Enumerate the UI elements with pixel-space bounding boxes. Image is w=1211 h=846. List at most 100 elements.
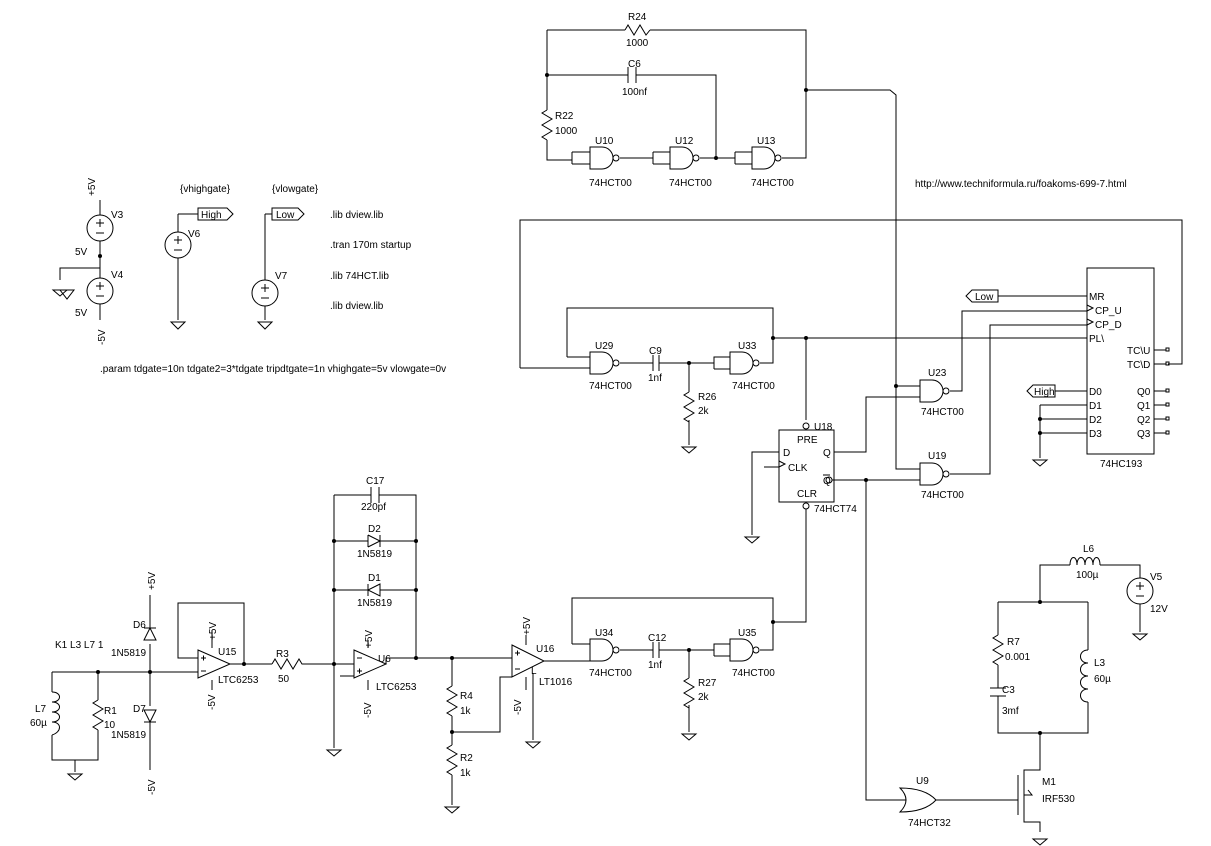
l7-inductor: [51, 691, 60, 736]
c6-capacitor: [627, 67, 637, 83]
u23-part: 74HCT00: [921, 407, 964, 418]
u13-part: 74HCT00: [751, 178, 794, 189]
d2-part: 1N5819: [357, 549, 392, 560]
pin-d3: D3: [1089, 429, 1102, 440]
c12-capacitor: [652, 642, 660, 658]
v4-value: 5V: [75, 308, 88, 319]
r24-resistor: [624, 24, 651, 36]
u6-vn: -5V: [363, 702, 374, 718]
u18-name: U18: [814, 422, 833, 433]
u16-name: U16: [536, 644, 555, 655]
r26-resistor: [683, 391, 695, 423]
u15-vp: +5V: [208, 622, 219, 640]
c6-value: 100nf: [622, 87, 647, 98]
directive-2: .tran 170m startup: [330, 240, 412, 251]
u16-pin: L: [531, 666, 537, 677]
directive-1: .lib dview.lib: [330, 210, 384, 221]
r7-value: 0.001: [1005, 652, 1030, 663]
u33-part: 74HCT00: [732, 381, 775, 392]
d1-part: 1N5819: [357, 598, 392, 609]
l3-inductor: [1080, 649, 1089, 703]
u12-name: U12: [675, 136, 694, 147]
l7-name: L7: [35, 704, 47, 715]
u9-name: U9: [916, 776, 929, 787]
u9-part: 74HCT32: [908, 818, 951, 829]
v3-name: V3: [111, 210, 124, 221]
r4-resistor: [446, 685, 458, 717]
u6-part: LTC6253: [376, 682, 417, 693]
v7-value: {vlowgate}: [272, 184, 319, 195]
u10-name: U10: [595, 136, 614, 147]
d6-name: D6: [133, 620, 146, 631]
pin-q2: Q2: [1137, 415, 1151, 426]
c6-name: C6: [628, 59, 641, 70]
c9-capacitor: [652, 355, 660, 371]
r27-resistor: [683, 677, 695, 709]
r24-value: 1000: [626, 38, 649, 49]
r22-resistor: [541, 109, 553, 141]
u16-vn: -5V: [513, 699, 524, 715]
c3-name: C3: [1002, 685, 1015, 696]
pulse-shaper-bottom: U34 74HCT00 C12 1nf R27 2k U35 74HCT00: [571, 509, 807, 741]
u18-qbar: Q: [823, 476, 831, 487]
r1-resistor: [92, 699, 104, 731]
u18-clk: CLK: [788, 463, 808, 474]
v4-name: V4: [111, 270, 124, 281]
supply-v6: High {vhighgate} V6: [164, 184, 234, 330]
coupling-directive: K1 L3 L7 1: [55, 640, 104, 651]
v6-flag: High: [201, 210, 222, 221]
oscillator: R24 1000 C6 100nf R22 1000 U10 74HCT00 U…: [541, 12, 897, 380]
u29-name: U29: [595, 341, 614, 352]
u16-part: LT1016: [539, 677, 573, 688]
r3-name: R3: [276, 649, 289, 660]
pin-d2: D2: [1089, 415, 1102, 426]
u6-vp: +5V: [364, 630, 375, 648]
c17-name: C17: [366, 476, 385, 487]
counter-74hc193: Low High MR CP_U CP_D PL\ D0 D1 D2 D3 TC…: [965, 267, 1170, 470]
r4-value: 1k: [460, 706, 472, 717]
d7-diode: [143, 709, 157, 724]
pin-cp-u: CP_U: [1095, 306, 1122, 317]
l6-name: L6: [1083, 544, 1095, 555]
l3-name: L3: [1094, 658, 1106, 669]
pulse-shaper-top: U29 74HCT00 C9 1nf R26 2k U33 74HCT00: [519, 219, 1183, 454]
u18-pre: PRE: [797, 435, 818, 446]
l3-value: 60µ: [1094, 674, 1111, 685]
flipflop-u18: PRE D CLK Q Q CLR U18 74HCT74: [743, 396, 920, 801]
r22-name: R22: [555, 111, 574, 122]
supply-v7: Low {vlowgate} V7: [251, 184, 319, 330]
l6-inductor: [1069, 557, 1101, 566]
v4-bottom-label: -5V: [97, 329, 108, 345]
u18-q: Q: [823, 448, 831, 459]
r3-value: 50: [278, 674, 290, 685]
pin-mr: MR: [1089, 292, 1105, 303]
u35-name: U35: [738, 628, 757, 639]
u18-part: 74HCT74: [814, 504, 857, 515]
r24-name: R24: [628, 12, 647, 23]
u18-clr: CLR: [797, 489, 817, 500]
u34-name: U34: [595, 628, 614, 639]
v6-name: V6: [188, 229, 201, 240]
d7-part: 1N5819: [111, 730, 146, 741]
pin-cp-d: CP_D: [1095, 320, 1122, 331]
u18-d: D: [783, 448, 790, 459]
u13-name: U13: [757, 136, 776, 147]
d2-diode: [334, 534, 416, 548]
u35-part: 74HCT00: [732, 668, 775, 679]
u33-name: U33: [738, 341, 757, 352]
counter-low-flag: Low: [975, 292, 994, 303]
r22-value: 1000: [555, 126, 578, 137]
u19-part: 74HCT00: [921, 490, 964, 501]
l7-value: 60µ: [30, 718, 47, 729]
u15-name: U15: [218, 647, 237, 658]
r7-resistor: [992, 634, 1004, 666]
r3-resistor: [271, 658, 354, 670]
c9-value: 1nf: [648, 373, 662, 384]
c9-name: C9: [649, 346, 662, 357]
supply-v3: +5V V3 5V: [75, 178, 124, 258]
pin-tc-d: TC\D: [1127, 360, 1150, 371]
r2-value: 1k: [460, 768, 472, 779]
u6-name: U6: [378, 654, 391, 665]
r1-value: 10: [104, 720, 116, 731]
c17-capacitor: [370, 487, 380, 503]
